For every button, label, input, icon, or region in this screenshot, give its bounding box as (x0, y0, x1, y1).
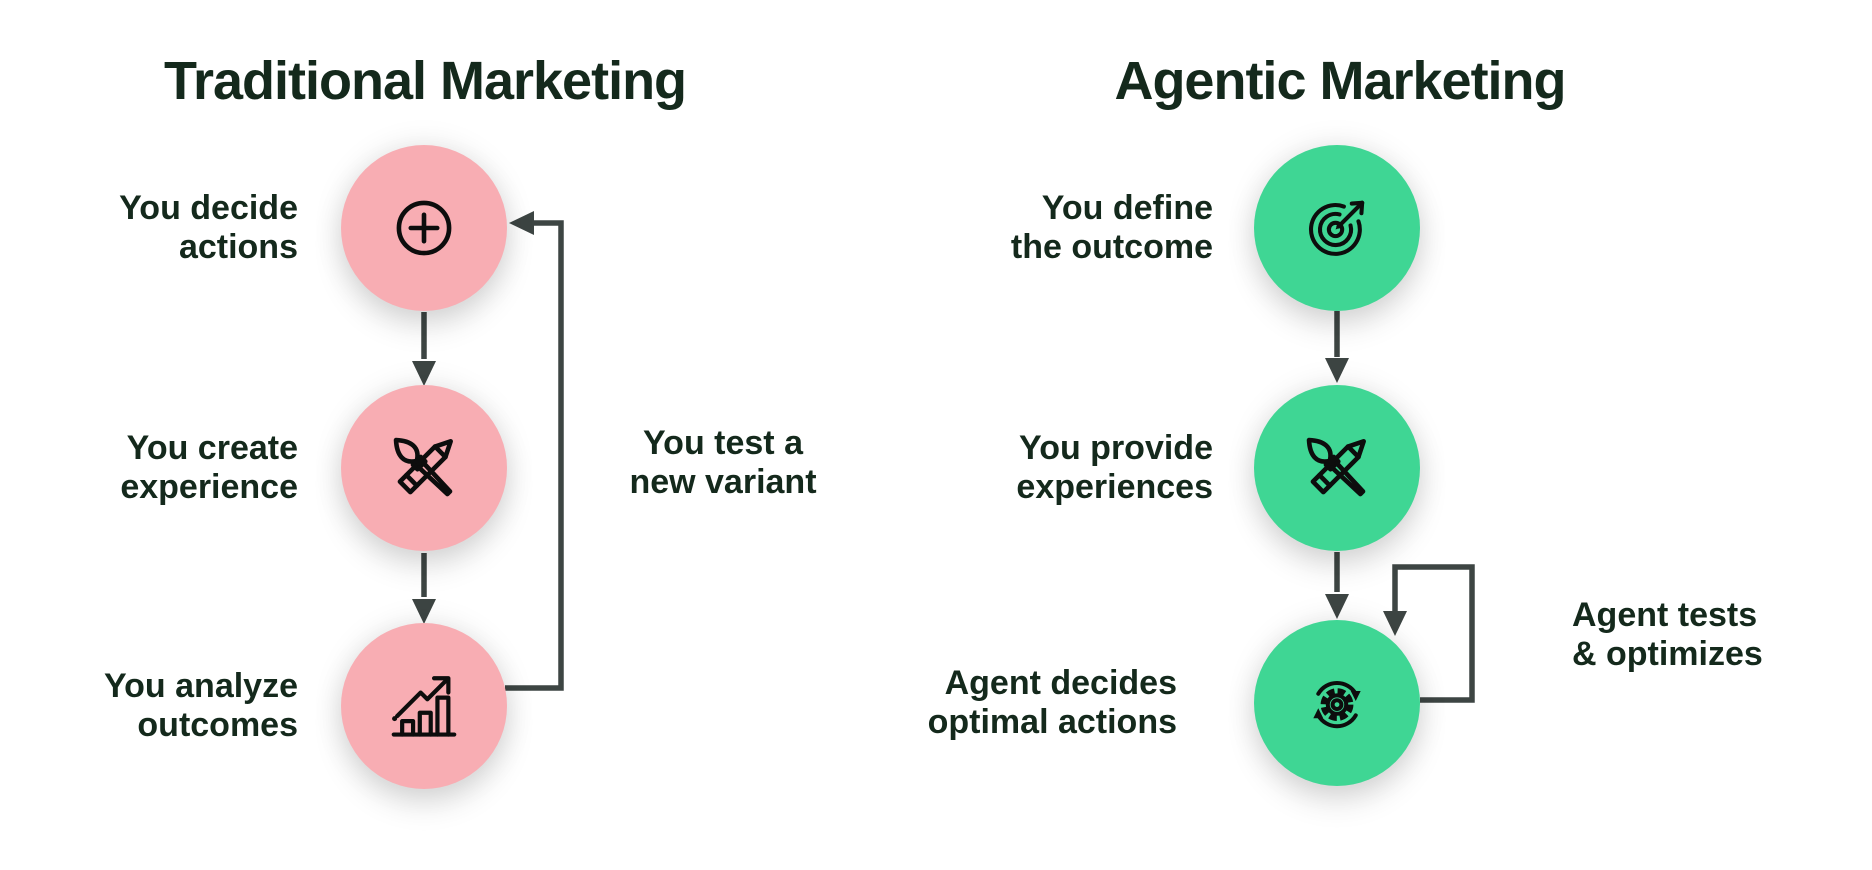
arrow-create-to-analyze (412, 553, 436, 624)
gear-sync-icon (1297, 663, 1377, 743)
circle-plus-icon (391, 195, 457, 261)
arrow-provide-to-decides (1325, 552, 1349, 619)
step-circle-create-experience (341, 385, 507, 551)
arrow-decide-to-create (412, 312, 436, 386)
target-arrow-icon (1300, 191, 1374, 265)
step-circle-provide-experiences (1254, 385, 1420, 551)
left-column-title: Traditional Marketing (163, 51, 687, 111)
brush-pencil-icon (378, 422, 470, 514)
arrow-define-to-provide (1325, 311, 1349, 383)
step-circle-define-outcome (1254, 145, 1420, 311)
step-label-provide-experiences: You provide experiences (1016, 429, 1213, 506)
step-circle-agent-decides (1254, 620, 1420, 786)
step-label-agent-decides: Agent decides optimal actions (927, 664, 1177, 741)
step-label-decide-actions: You decide actions (119, 189, 298, 266)
step-label-analyze-outcomes: You analyze outcomes (104, 667, 298, 744)
step-label-create-experience: You create experience (120, 429, 298, 506)
growth-chart-icon (382, 664, 466, 748)
step-circle-decide-actions (341, 145, 507, 311)
brush-pencil-icon (1291, 422, 1383, 514)
loop-label-agent-tests: Agent tests & optimizes (1572, 596, 1763, 673)
step-circle-analyze-outcomes (341, 623, 507, 789)
loop-label-test-new-variant: You test a new variant (629, 424, 817, 501)
loop-arrow-test-new-variant (505, 211, 564, 691)
right-column-title: Agentic Marketing (1114, 51, 1566, 111)
step-label-define-outcome: You define the outcome (1010, 189, 1213, 266)
